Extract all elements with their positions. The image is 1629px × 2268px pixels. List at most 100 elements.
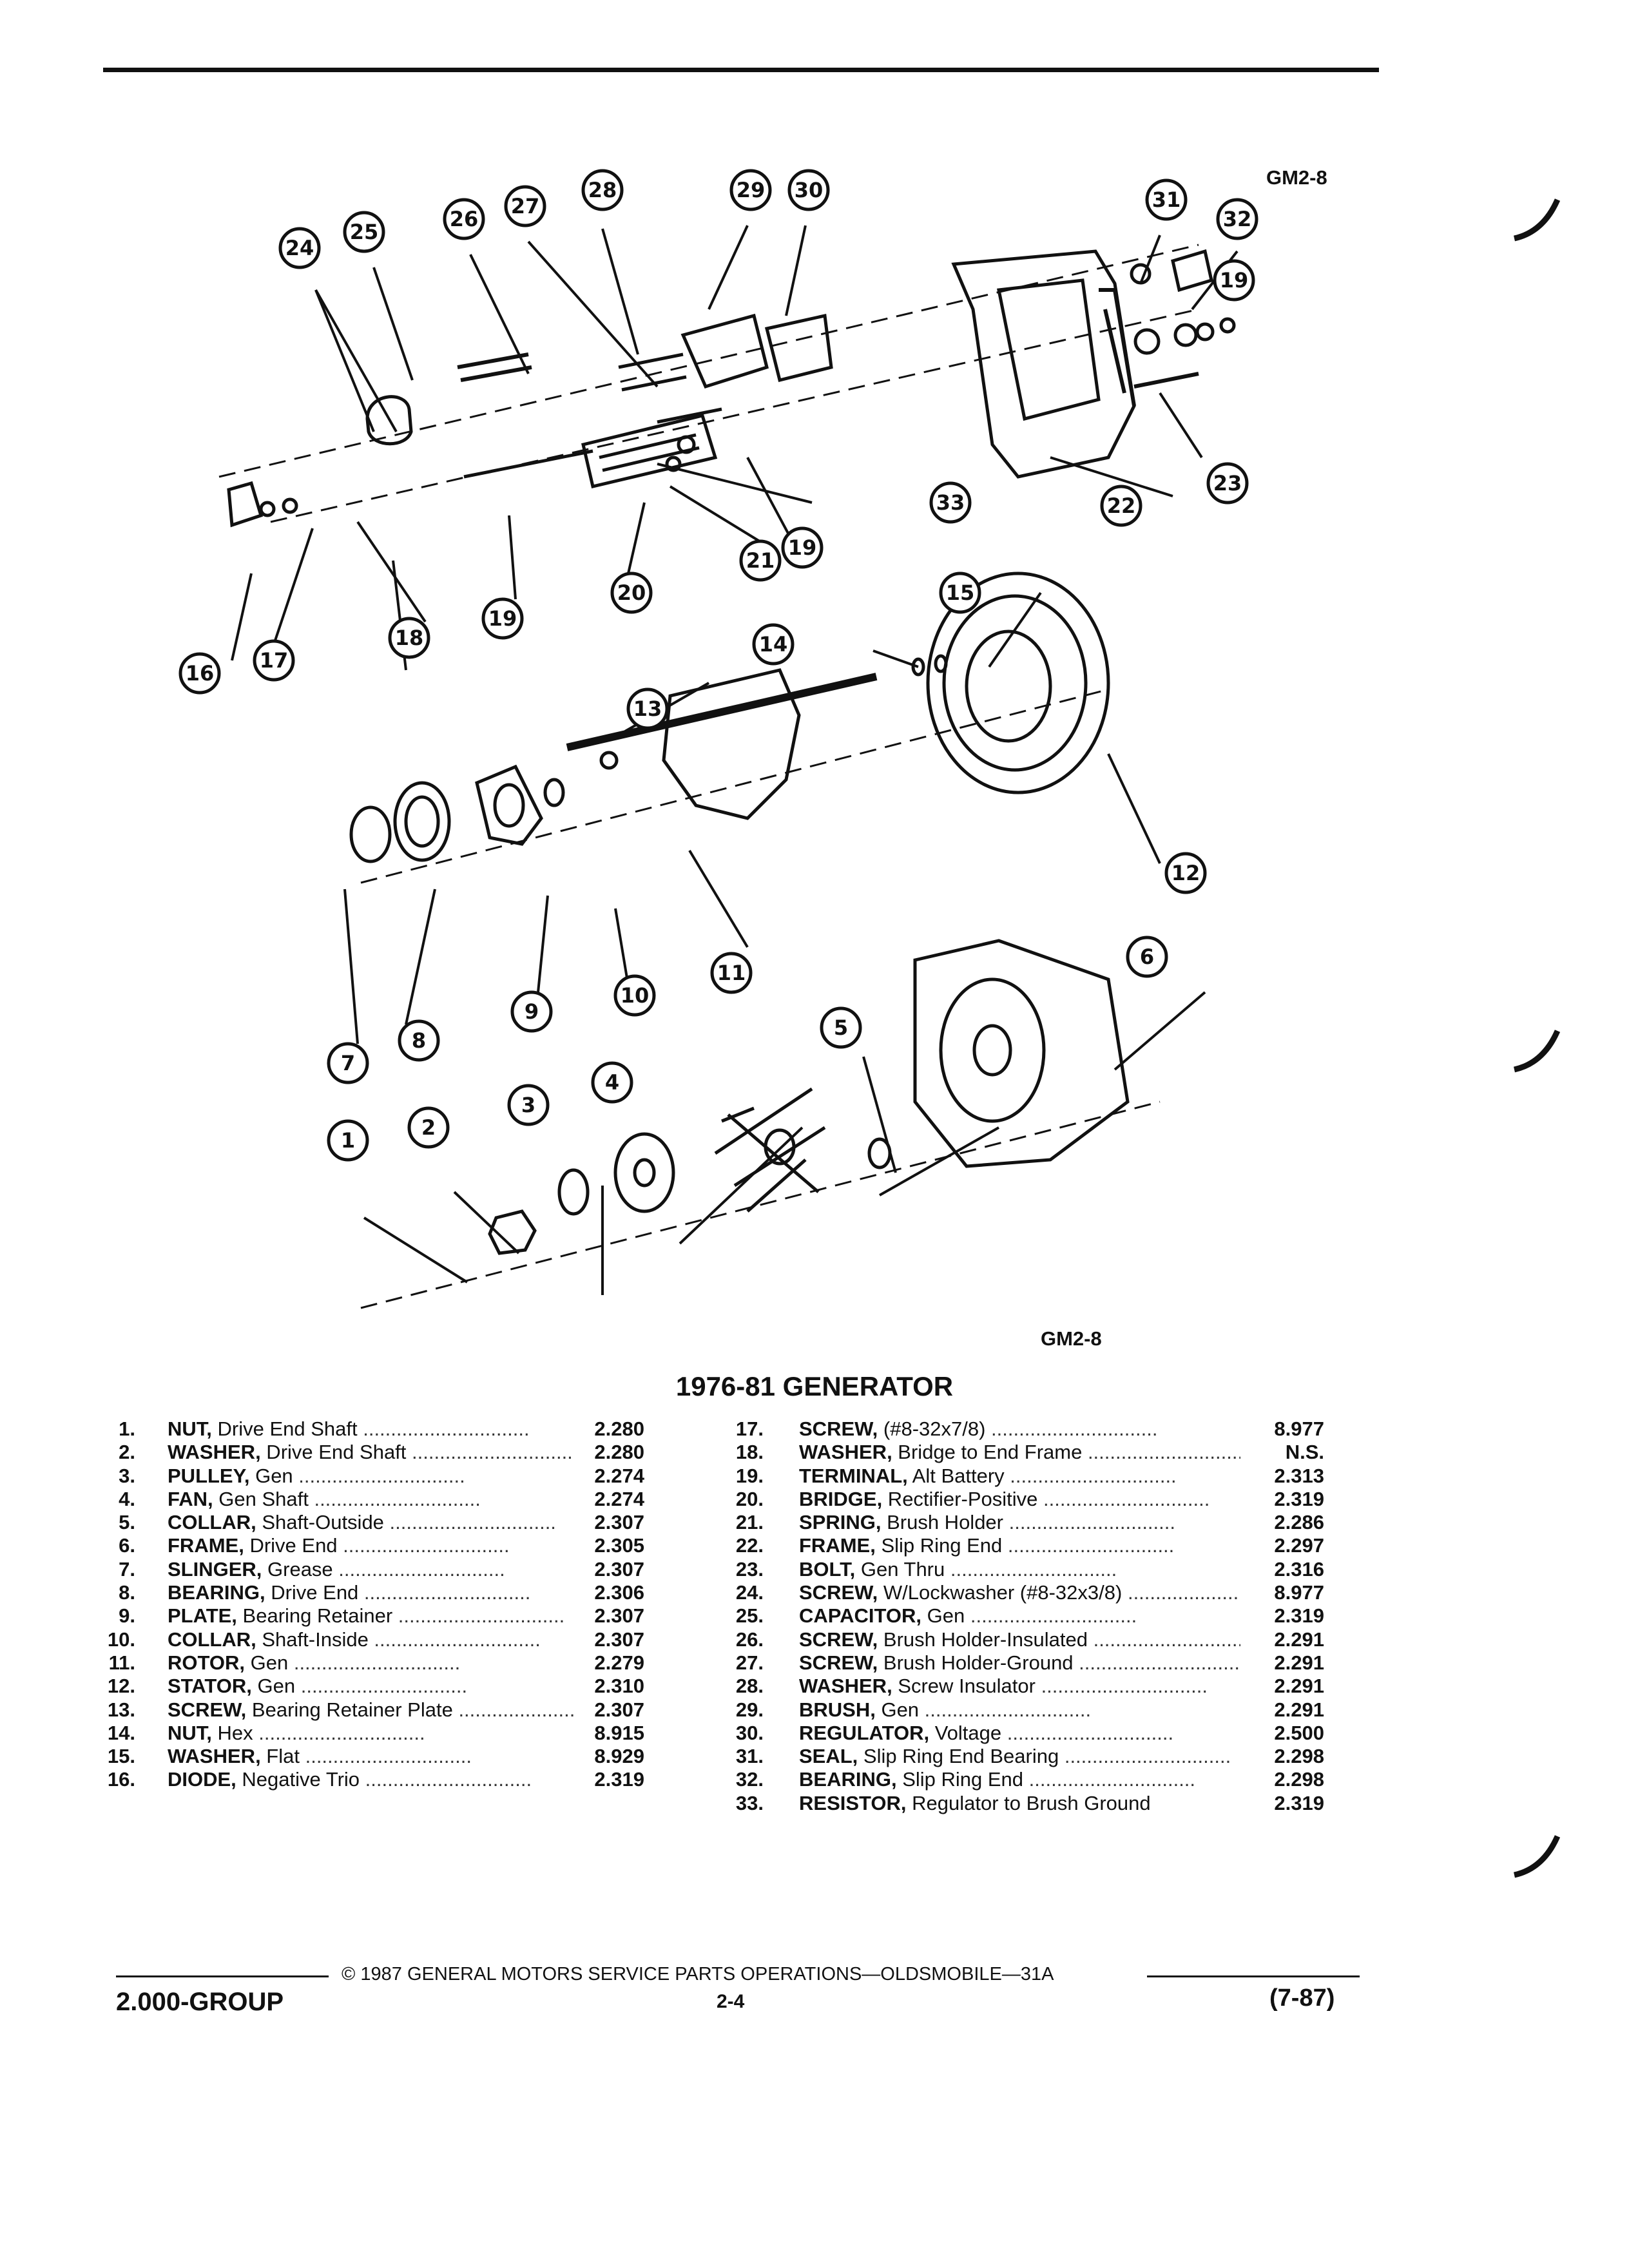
page-title: 1976-81 GENERATOR: [675, 1371, 954, 1401]
svg-text:13: 13: [633, 697, 662, 721]
group-number: 2.000-GROUP: [116, 1988, 284, 2016]
callout-30: 30: [787, 169, 830, 211]
revision-date: (7-87): [1269, 1984, 1335, 2012]
list-item: 15.WASHER, Flat ........................…: [107, 1745, 644, 1768]
list-item: 26.SCREW, Brush Holder-Insulated .......…: [735, 1628, 1324, 1651]
svg-text:5: 5: [834, 1015, 848, 1040]
list-item: 27.SCREW, Brush Holder-Ground ..........…: [735, 1651, 1324, 1674]
callout-15: 15: [939, 572, 981, 614]
list-item: 23.BOLT, Gen Thru ......................…: [735, 1557, 1324, 1581]
svg-text:31: 31: [1152, 187, 1181, 212]
callout-13: 13: [626, 687, 669, 730]
svg-text:22: 22: [1107, 494, 1136, 518]
slip-ring-end-frame: [951, 249, 1136, 479]
svg-text:19: 19: [488, 606, 517, 631]
list-item: 24.SCREW, W/Lockwasher (#8-32x3/8) .....…: [735, 1581, 1324, 1604]
svg-text:33: 33: [936, 490, 965, 515]
list-item: 32.BEARING, Slip Ring End ..............…: [735, 1768, 1324, 1791]
callout-25: 25: [343, 211, 385, 253]
drive-end-parts: [349, 751, 1130, 1255]
svg-text:21: 21: [746, 548, 775, 573]
list-item: 5.COLLAR, Shaft-Outside ................…: [119, 1511, 644, 1534]
svg-text:32: 32: [1223, 207, 1252, 231]
list-item: 3.PULLEY, Gen ..........................…: [119, 1464, 644, 1487]
callout-6: 6: [1126, 936, 1168, 978]
svg-text:19: 19: [1220, 268, 1249, 293]
callout-16: 16: [178, 652, 221, 695]
list-item: 4.FAN, Gen Shaft .......................…: [119, 1487, 644, 1510]
list-item: 29.BRUSH, Gen ..........................…: [735, 1698, 1324, 1721]
svg-text:24: 24: [285, 236, 314, 260]
svg-text:8: 8: [412, 1028, 426, 1053]
callout-22: 22: [1100, 485, 1142, 527]
svg-text:26: 26: [450, 207, 479, 231]
list-item: 17.SCREW, (#8-32x7/8) ..................…: [735, 1418, 1324, 1440]
page-number: 2-4: [717, 1991, 745, 2012]
callout-9: 9: [510, 990, 553, 1033]
svg-text:19: 19: [788, 535, 817, 560]
parts-list-right: 17.SCREW, (#8-32x7/8) ..................…: [728, 1418, 1324, 1815]
svg-text:20: 20: [617, 581, 646, 605]
list-item: 30.REGULATOR, Voltage ..................…: [735, 1721, 1324, 1744]
svg-text:1: 1: [341, 1128, 355, 1153]
svg-text:9: 9: [525, 999, 539, 1024]
callout-3: 3: [507, 1084, 550, 1126]
callout-10: 10: [613, 974, 656, 1017]
small-parts-top: [227, 249, 1236, 528]
figure-code-bottom: GM2-8: [1041, 1327, 1102, 1350]
callout-24: 24: [278, 227, 321, 269]
callout-7: 7: [327, 1042, 369, 1084]
callouts: 1 2 3 4 5 6 7 8 9 10 11 12 13 14 15 16 1…: [178, 169, 1258, 1162]
svg-text:6: 6: [1140, 945, 1154, 969]
svg-text:16: 16: [186, 661, 215, 686]
list-item: 14.NUT, Hex ............................…: [107, 1721, 644, 1744]
callout-33: 33: [929, 481, 972, 524]
figure-code-top: GM2-8: [1266, 166, 1327, 189]
callout-19b: 19: [781, 526, 824, 569]
footer-rule-right: [1147, 1975, 1360, 1977]
list-item: 31.SEAL, Slip Ring End Bearing .........…: [735, 1745, 1324, 1768]
axis-lines: [218, 244, 1199, 1309]
callout-20: 20: [610, 572, 653, 614]
svg-text:12: 12: [1171, 861, 1200, 885]
exploded-view-diagram: 1 2 3 4 5 6 7 8 9 10 11 12 13 14 15 16 1…: [178, 169, 1258, 1309]
callout-8: 8: [398, 1019, 440, 1062]
callout-26: 26: [443, 198, 485, 240]
svg-text:27: 27: [511, 194, 540, 218]
svg-text:15: 15: [946, 581, 975, 605]
binder-mark: [1513, 1030, 1561, 1073]
svg-text:17: 17: [260, 648, 289, 673]
parts-list-left: 1.NUT, Drive End Shaft .................…: [103, 1418, 644, 1792]
list-item: 25.CAPACITOR, Gen ......................…: [735, 1604, 1324, 1628]
list-item: 1.NUT, Drive End Shaft .................…: [119, 1418, 644, 1440]
list-item: 6.FRAME, Drive End .....................…: [119, 1534, 644, 1557]
svg-text:14: 14: [759, 632, 788, 657]
callout-4: 4: [591, 1061, 633, 1104]
svg-text:28: 28: [588, 178, 617, 202]
binder-mark: [1513, 198, 1561, 242]
list-item: 28.WASHER, Screw Insulator .............…: [735, 1675, 1324, 1698]
list-item: 21.SPRING, Brush Holder ................…: [735, 1511, 1324, 1534]
callout-31: 31: [1145, 178, 1188, 221]
callout-21: 21: [739, 539, 782, 582]
list-item: 22.FRAME, Slip Ring End ................…: [735, 1534, 1324, 1557]
callout-29: 29: [729, 169, 772, 211]
list-item: 18.WASHER, Bridge to End Frame .........…: [735, 1441, 1324, 1464]
svg-text:7: 7: [341, 1051, 355, 1075]
callout-17: 17: [253, 639, 295, 682]
callout-14: 14: [752, 623, 795, 666]
svg-text:11: 11: [717, 961, 746, 985]
list-item: 2.WASHER, Drive End Shaft ..............…: [119, 1441, 644, 1464]
list-item: 16.DIODE, Negative Trio ................…: [107, 1768, 644, 1791]
svg-text:3: 3: [521, 1093, 535, 1117]
list-item: 7.SLINGER, Grease ......................…: [119, 1557, 644, 1581]
top-rule: [103, 68, 1379, 72]
list-item: 9.PLATE, Bearing Retainer ..............…: [119, 1604, 644, 1628]
copyright-notice: © 1987 GENERAL MOTORS SERVICE PARTS OPER…: [342, 1964, 1054, 1984]
callout-11: 11: [710, 952, 753, 994]
binder-mark: [1513, 1835, 1561, 1878]
list-item: 13.SCREW, Bearing Retainer Plate .......…: [107, 1698, 644, 1721]
callout-5: 5: [820, 1006, 862, 1049]
list-item: 19.TERMINAL, Alt Battery ...............…: [735, 1464, 1324, 1487]
